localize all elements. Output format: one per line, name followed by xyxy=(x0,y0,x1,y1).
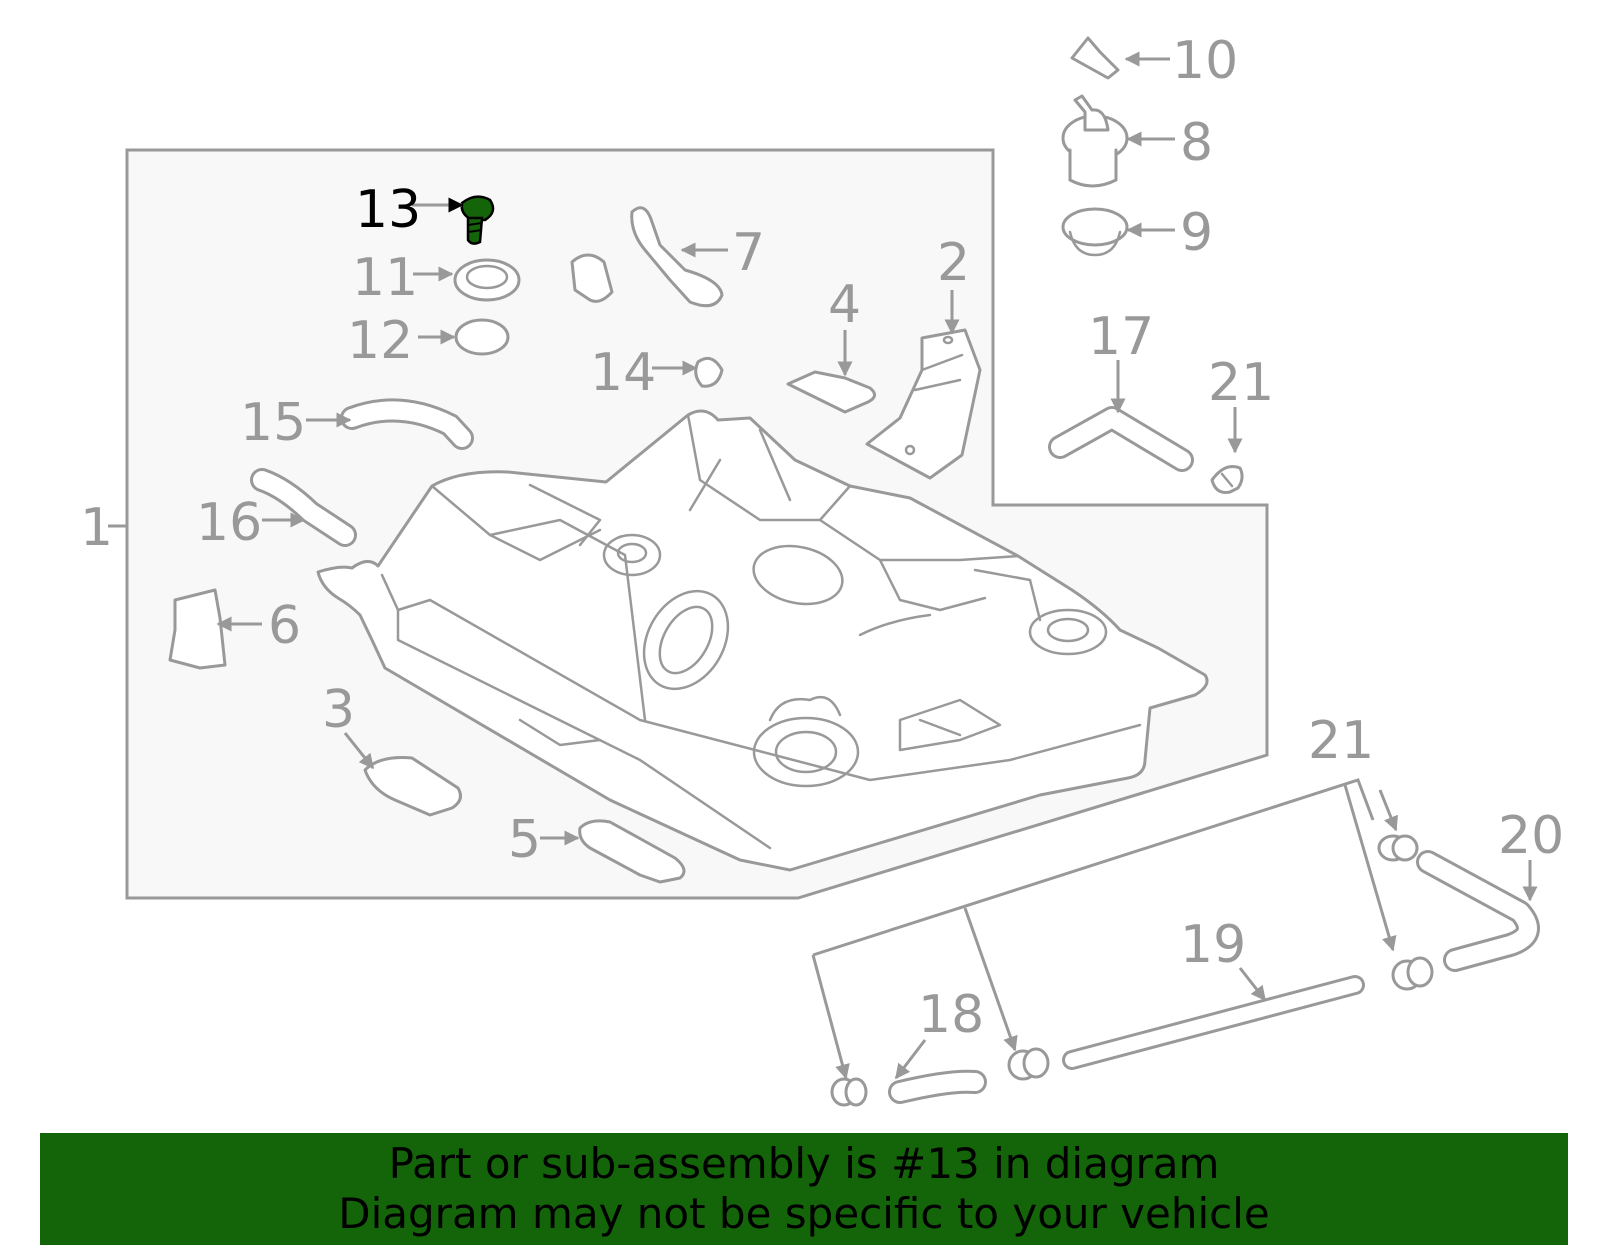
callout-3: 3 xyxy=(322,680,355,740)
callout-12: 12 xyxy=(347,311,413,371)
part-21-clamp-upper xyxy=(1210,465,1244,494)
clamp-b xyxy=(1391,956,1434,991)
part-16-hose xyxy=(250,468,357,547)
callout-21-upper: 21 xyxy=(1208,353,1274,413)
part-3-bracket xyxy=(363,756,462,817)
part-10-clip xyxy=(1070,36,1120,80)
part-17-hose xyxy=(1048,406,1194,472)
part-18-hose xyxy=(888,1069,987,1104)
part-7-bracket xyxy=(630,206,724,308)
part-20-hose xyxy=(1416,850,1540,972)
callout-9: 9 xyxy=(1180,203,1213,263)
callout-1: 1 xyxy=(80,498,113,558)
callout-17: 17 xyxy=(1088,307,1154,367)
callout-6: 6 xyxy=(268,596,301,656)
callout-14: 14 xyxy=(590,343,656,403)
part-12-washer xyxy=(454,318,510,356)
hose-group-bracket xyxy=(812,778,1375,957)
info-banner: Part or sub-assembly is #13 in diagram D… xyxy=(40,1133,1568,1245)
callout-7: 7 xyxy=(732,223,765,283)
callout-8: 8 xyxy=(1180,113,1213,173)
clamp-c xyxy=(1007,1047,1050,1081)
part-14-clip xyxy=(694,356,724,388)
callout-10: 10 xyxy=(1172,31,1238,91)
part-13-bolt-highlighted xyxy=(460,195,495,245)
part-5-bracket xyxy=(578,819,686,884)
callout-20: 20 xyxy=(1498,806,1564,866)
callout-5: 5 xyxy=(508,810,541,870)
callout-2: 2 xyxy=(937,233,970,293)
part-clip-small xyxy=(570,253,614,303)
callout-13-highlighted: 13 xyxy=(355,180,421,240)
part-15-hose xyxy=(340,398,474,450)
callout-4: 4 xyxy=(828,275,861,335)
banner-line-2: Diagram may not be specific to your vehi… xyxy=(338,1189,1270,1238)
callout-11: 11 xyxy=(352,248,418,308)
part-19-hose xyxy=(1062,975,1365,1070)
callout-15: 15 xyxy=(240,393,306,453)
callout-16: 16 xyxy=(196,493,262,553)
fuel-tank xyxy=(316,409,1209,872)
part-11-grommet xyxy=(453,258,521,302)
clamp-d xyxy=(830,1077,868,1107)
callout-21-lower: 21 xyxy=(1308,711,1374,771)
part-8-cap xyxy=(1061,94,1129,188)
banner-line-1: Part or sub-assembly is #13 in diagram xyxy=(388,1139,1220,1188)
callout-19: 19 xyxy=(1180,915,1246,975)
part-6-bracket xyxy=(168,588,227,670)
part-2-bracket xyxy=(865,328,982,480)
clamp-a xyxy=(1377,834,1419,862)
callout-18: 18 xyxy=(918,985,984,1045)
part-4-plate xyxy=(786,370,876,414)
part-9-gasket xyxy=(1061,207,1129,257)
